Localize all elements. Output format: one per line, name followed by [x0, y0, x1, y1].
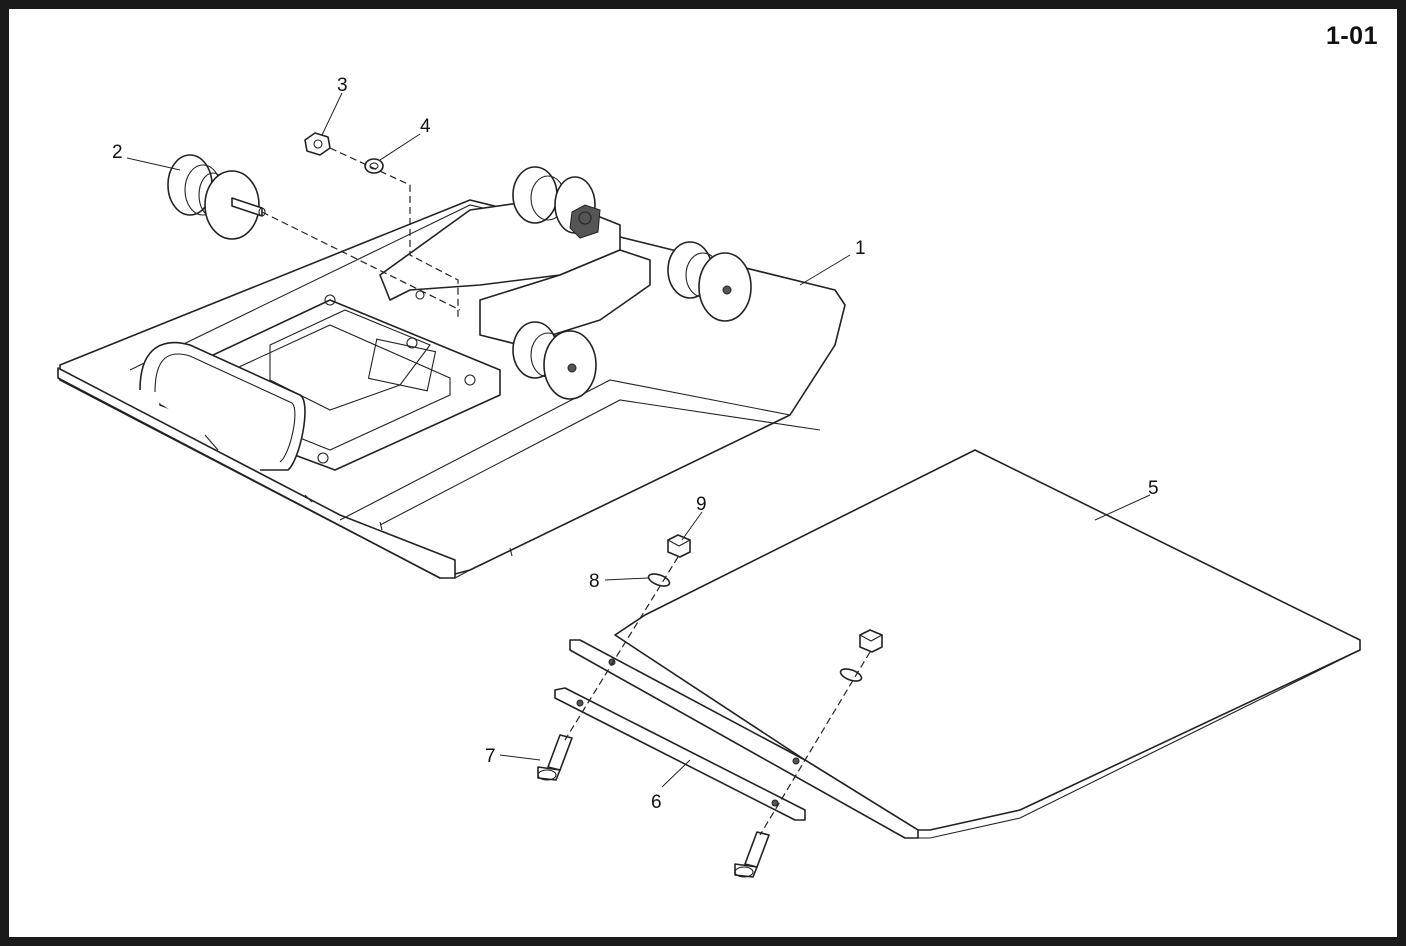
flat-washer-part	[647, 573, 671, 587]
callout-1: 1	[855, 238, 866, 259]
lock-washer-part	[364, 158, 384, 174]
rubber-pad-part	[569, 449, 1361, 839]
callout-8: 8	[589, 571, 600, 592]
flat-washer-part-2	[839, 668, 863, 682]
hex-nut-part-2	[859, 629, 883, 653]
page-code: 1-01	[1325, 22, 1378, 50]
nut-part	[304, 132, 331, 156]
callout-6: 6	[651, 792, 662, 813]
shock-mount-part	[167, 154, 266, 240]
callout-4: 4	[420, 116, 431, 137]
callout-3: 3	[337, 75, 348, 96]
callout-9: 9	[696, 494, 707, 515]
callout-5: 5	[1148, 478, 1159, 499]
base-plate-part	[57, 166, 846, 579]
callout-7: 7	[485, 746, 496, 767]
callout-2: 2	[112, 142, 123, 163]
hex-nut-part	[667, 534, 691, 558]
bolt-part	[537, 734, 573, 781]
bolt-part-2	[734, 831, 770, 878]
clamp-bar-part	[554, 687, 806, 821]
